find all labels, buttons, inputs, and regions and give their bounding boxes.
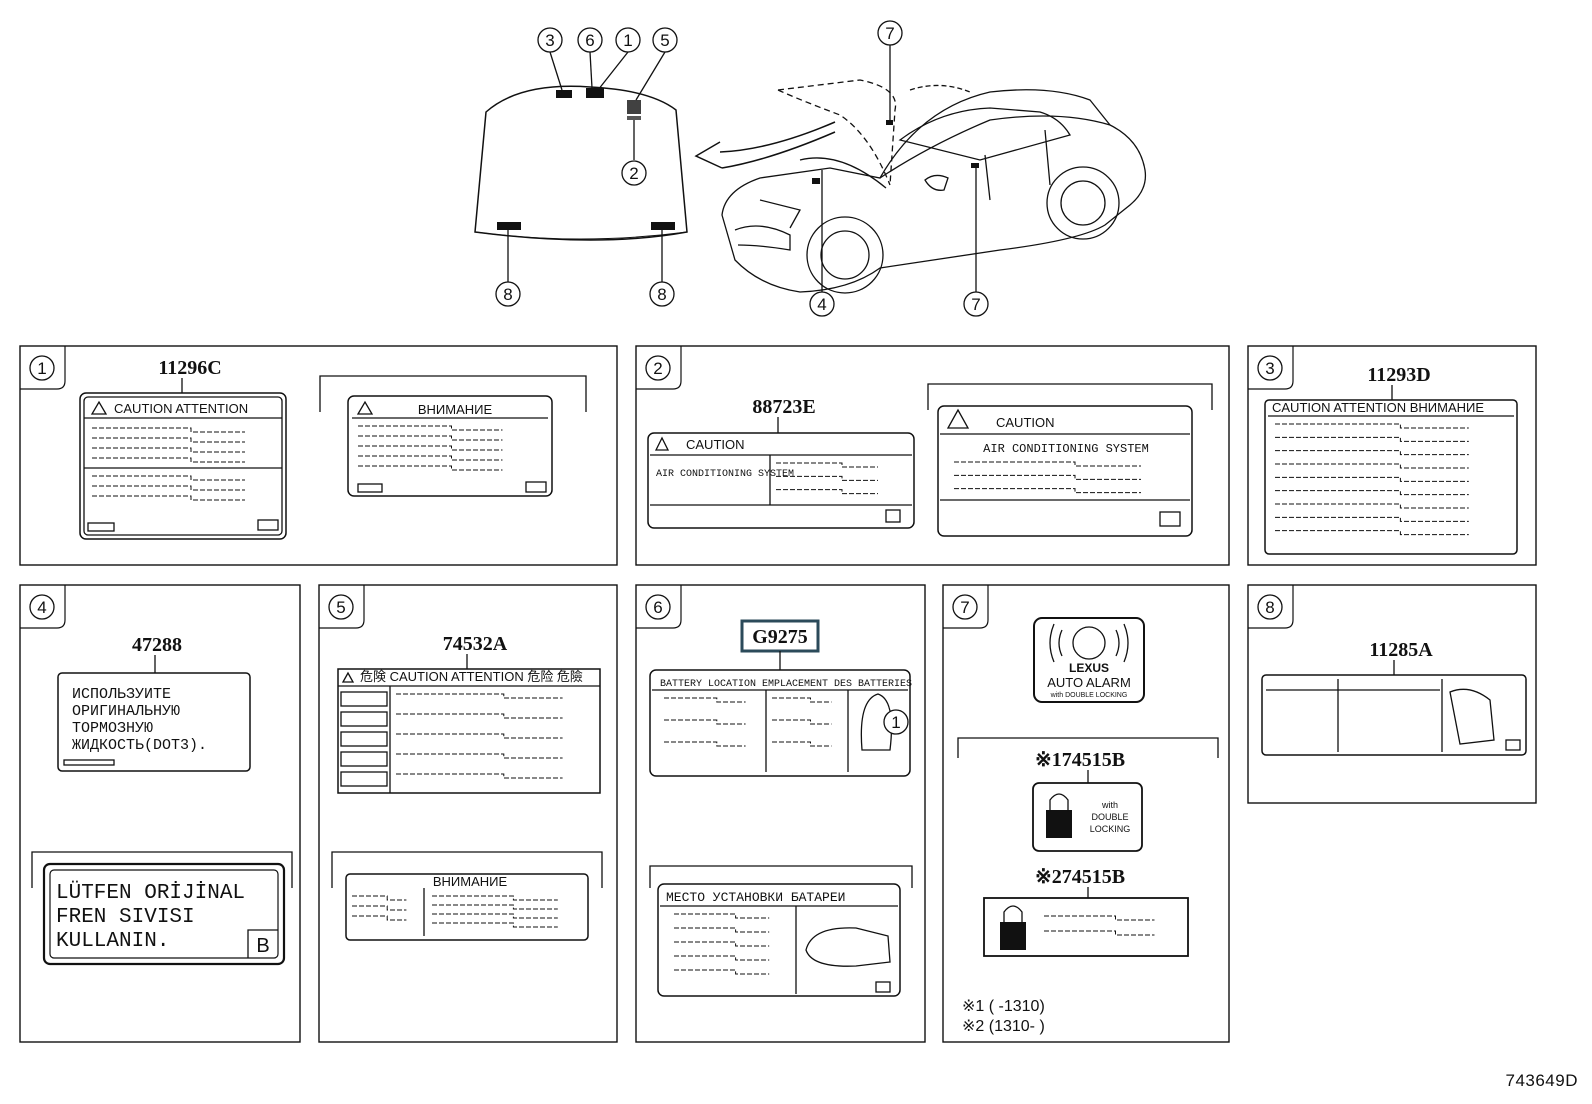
panel-8-number: 8 [1257,594,1283,620]
callout-8: 8 [649,281,675,307]
panel-1: 1 11296C CAUTION ATTENTION ВНИМАНИЕ [19,345,618,566]
callout-7: 7 [963,291,989,317]
svg-text:8: 8 [503,285,512,304]
part-number: 11296C [158,357,221,379]
panel-4-number: 4 [29,594,55,620]
note-1: ※1 ( -1310) [962,998,1045,1015]
panel-1-number: 1 [29,355,55,381]
svg-text:7: 7 [960,598,969,617]
alt-label-header: ВНИМАНИЕ [418,402,493,417]
car-overview: 7 4 7 [721,20,1147,317]
callout-8: 8 [495,281,521,307]
callout-3: 3 [537,27,563,53]
svg-text:5: 5 [336,598,345,617]
alt-label-sub: AIR CONDITIONING SYSTEM [983,442,1149,456]
svg-text:8: 8 [1265,598,1274,617]
part-number: 47288 [132,634,182,656]
part-number: 11293D [1367,364,1430,386]
svg-text:5: 5 [660,31,669,50]
direction-arrow [694,121,836,169]
panel-4: 4 47288ИСПОЛЬЗУИТЕОРИГИНАЛЬНУЮТОРМОЗНУЮЖИ… [19,584,301,1043]
callout-2: 2 [621,160,647,186]
hood-overview: 3 6 1 5 2 8 8 [474,27,688,307]
svg-text:3: 3 [545,31,554,50]
svg-text:1: 1 [623,31,632,50]
alt-label-line-3: KULLANIN. [56,930,169,953]
alarm-sub: with DOUBLE LOCKING [1050,692,1128,699]
alt-label-header: CAUTION [996,415,1055,430]
alt-label-line-2: FREN SIVISI [56,906,195,929]
panel-5: 5 74532A 危険 CAUTION ATTENTION 危险 危險 ВНИМАНИ… [318,584,618,1043]
hood-label-3-marker [556,90,572,98]
variant1-text-1: with [1101,800,1118,810]
panel-3: 3 11293D CAUTION ATTENTION ВНИМАНИЕ [1247,345,1537,566]
callout-7: 7 [877,20,903,46]
alt-label-line-1: LÜTFEN ORİJİNAL [56,881,245,905]
part-number: 88723E [752,396,815,418]
hood-label-1-marker [586,88,604,98]
svg-text:3: 3 [1265,359,1274,378]
svg-text:4: 4 [37,598,46,617]
part-number: 11285A [1369,639,1433,661]
panel-2: 2 88723E CAUTION AIR CONDITIONING SYSTEM CAU… [635,345,1230,566]
label-panels: 1 11296C CAUTION ATTENTION ВНИМАНИЕ 2 88723E C… [19,345,1537,1043]
hood-label-8-right-marker [651,222,675,230]
svg-text:4: 4 [817,295,826,314]
alt-label-header: МЕСТО УСТАНОВКИ БАТАРЕИ [666,890,845,905]
part-number: G9275 [752,626,808,648]
callout-4: 4 [809,291,835,317]
note-2: ※2 (1310- ) [962,1018,1045,1035]
label-line-4: ЖИДКОСТЬ(DOT3). [72,737,207,754]
variant1-part-number: ※174515B [1035,749,1125,771]
svg-text:1: 1 [37,359,46,378]
variant1-text-3: LOCKING [1090,824,1131,834]
callout-6: 6 [577,27,603,53]
svg-text:2: 2 [629,164,638,183]
hood-label-8-left-marker [497,222,521,230]
variant2-part-number: ※274515B [1035,866,1125,888]
hood-label-5-marker [627,100,641,114]
label-header: BATTERY LOCATION EMPLACEMENT DES BATTERI… [660,679,912,690]
svg-text:7: 7 [885,24,894,43]
svg-text:6: 6 [653,598,662,617]
svg-text:7: 7 [971,295,980,314]
variant1-text-2: DOUBLE [1091,812,1128,822]
label-header: CAUTION ATTENTION [114,401,248,416]
panel-8: 8 11285A [1247,584,1537,804]
label-header: 危険 CAUTION ATTENTION 危险 危險 [360,669,583,684]
alarm-title: AUTO ALARM [1047,675,1131,690]
panel-7-number: 7 [952,594,978,620]
part-number: 74532A [443,633,508,655]
svg-text:6: 6 [585,31,594,50]
svg-text:8: 8 [657,285,666,304]
callout-1: 1 [615,27,641,53]
panel-6-number: 6 [645,594,671,620]
panel-5-number: 5 [328,594,354,620]
panel-2-number: 2 [645,355,671,381]
callout-5: 5 [652,27,678,53]
label-header: CAUTION ATTENTION ВНИМАНИЕ [1272,400,1484,415]
label-header: CAUTION [686,437,745,452]
label-line-2: ОРИГИНАЛЬНУЮ [72,703,180,720]
panel-3-number: 3 [1257,355,1283,381]
svg-text:2: 2 [653,359,662,378]
label-line-3: ТОРМОЗНУЮ [72,720,153,737]
svg-text:1: 1 [891,713,900,732]
alt-label-tag: B [256,935,269,957]
label-line-1: ИСПОЛЬЗУИТЕ [72,686,171,703]
battery-1-marker: 1 [883,709,909,735]
alarm-brand: LEXUS [1069,661,1109,675]
alt-label-header: ВНИМАНИЕ [433,874,508,889]
figure-id: 743649D [1505,1071,1578,1090]
label-sub: AIR CONDITIONING SYSTEM [656,469,794,480]
